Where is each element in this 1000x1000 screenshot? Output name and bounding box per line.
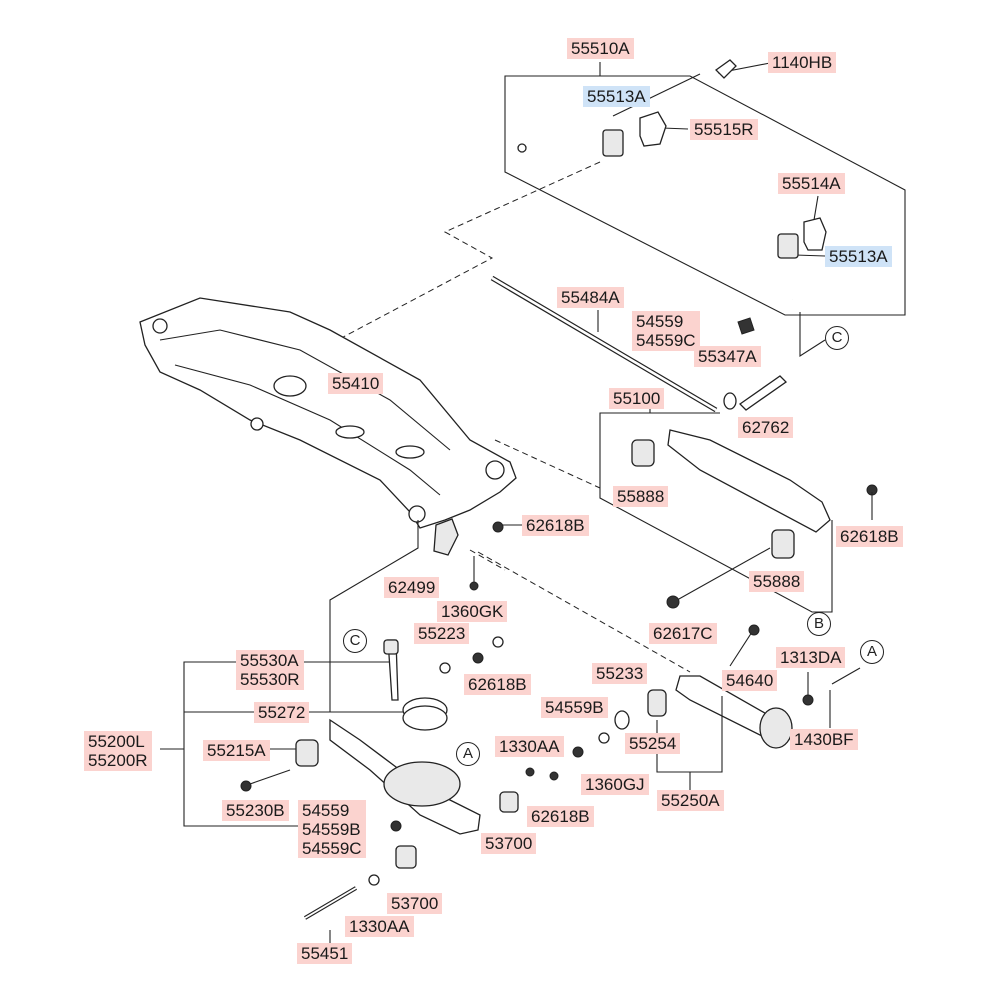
label-55514A: 55514A	[778, 173, 845, 194]
label-62618B-low: 62618B	[527, 806, 594, 827]
label-54559B-low: 54559B	[302, 820, 361, 839]
label-55888-top: 55888	[613, 486, 669, 507]
label-55100: 55100	[609, 388, 665, 409]
projection-lines	[299, 161, 691, 673]
label-53700-b: 53700	[387, 893, 443, 914]
label-55530A: 55530A	[240, 651, 299, 670]
lower-hardware	[303, 732, 610, 944]
label-1330AA-low: 1330AA	[345, 916, 414, 937]
label-55254: 55254	[625, 733, 681, 754]
lateral-arm-outline	[469, 403, 878, 613]
label-55530R: 55530R	[240, 670, 300, 689]
label-55223: 55223	[414, 623, 470, 644]
label-1330AA-mid: 1330AA	[495, 736, 564, 757]
tie-rod	[490, 275, 788, 413]
label-55230B: 55230B	[222, 800, 289, 821]
label-55888-low: 55888	[749, 571, 805, 592]
label-55250A: 55250A	[657, 790, 724, 811]
label-1360GK: 1360GK	[437, 601, 508, 622]
label-62618B-right: 62618B	[836, 526, 903, 547]
label-1140HB: 1140HB	[768, 52, 837, 73]
stabilizer-bar	[517, 59, 827, 335]
label-55347A: 55347A	[694, 346, 761, 367]
callout-a-right: A	[860, 640, 884, 664]
callout-b: B	[807, 612, 831, 636]
label-54559B: 54559B	[541, 697, 608, 718]
label-62762: 62762	[738, 417, 794, 438]
callout-a-arm: A	[456, 742, 480, 766]
label-53700-a: 53700	[481, 833, 537, 854]
label-1360GJ: 1360GJ	[581, 774, 649, 795]
label-62618B-mid: 62618B	[522, 515, 589, 536]
label-55513A-right: 55513A	[825, 246, 892, 267]
label-54559C-low: 54559C	[302, 839, 362, 858]
label-55215A: 55215A	[203, 740, 270, 761]
label-55451: 55451	[297, 943, 353, 964]
callout-c-upper: C	[825, 326, 849, 350]
label-55510A: 55510A	[567, 38, 634, 59]
trailing-arm	[614, 624, 861, 790]
label-1313DA: 1313DA	[776, 647, 846, 668]
label-55513A-top: 55513A	[583, 86, 650, 107]
label-55200R: 55200R	[88, 751, 148, 770]
label-62618B-small: 62618B	[464, 674, 531, 695]
label-62499: 62499	[384, 577, 440, 598]
label-54640: 54640	[722, 670, 778, 691]
label-1430BF: 1430BF	[790, 729, 858, 750]
stabilizer-group-outline	[504, 62, 906, 316]
label-54559C-top: 54559C	[636, 331, 696, 350]
label-62617C: 62617C	[649, 623, 717, 644]
label-55515R: 55515R	[690, 119, 758, 140]
label-54559-low: 54559	[302, 801, 350, 820]
label-55410: 55410	[328, 373, 384, 394]
callout-c-left: C	[343, 629, 367, 653]
lower-control-arm	[240, 636, 504, 835]
label-55272: 55272	[254, 702, 310, 723]
label-54559-top: 54559	[636, 312, 684, 331]
label-55233: 55233	[592, 663, 648, 684]
label-55484A: 55484A	[557, 287, 624, 308]
label-55200L: 55200L	[88, 732, 145, 751]
crossmember	[139, 297, 517, 556]
